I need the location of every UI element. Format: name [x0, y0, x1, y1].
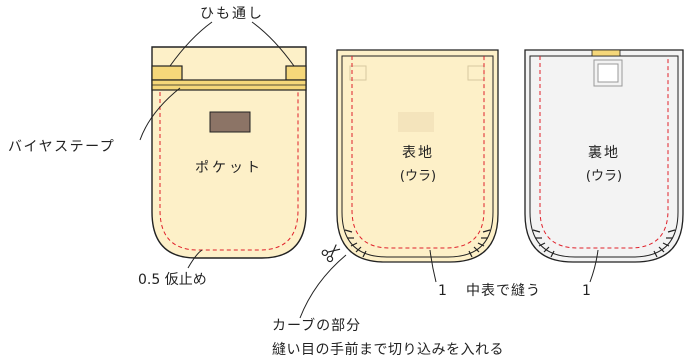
- drawstring-tab-right: [285, 65, 307, 81]
- lining-fabric-front-layer: [529, 55, 679, 258]
- drawstring-tab-left: [151, 65, 183, 81]
- leader-lines: [139, 21, 599, 319]
- pocket-label-patch: [209, 111, 251, 133]
- scissors-icon: [321, 244, 341, 263]
- label-lining-fabric-note: (ウラ): [586, 169, 622, 184]
- label-pocket: ポケット: [195, 160, 263, 176]
- pocket-basting-stitch: [159, 92, 299, 251]
- lining-fabric-seam-stitch: [539, 56, 669, 249]
- leader-bias-tape: [139, 87, 181, 141]
- outer-fabric-piece: [336, 49, 499, 263]
- lining-tag-inner: [597, 63, 619, 83]
- lining-fabric-piece: [524, 49, 684, 263]
- label-seam-number-left: 1: [438, 283, 447, 299]
- label-bias-tape: バイヤステープ: [8, 139, 115, 155]
- leader-seam-left: [429, 249, 437, 283]
- outer-fabric-front-layer: [341, 55, 494, 258]
- leader-seam-right: [589, 249, 599, 283]
- label-lining-fabric: 裏地: [588, 144, 620, 161]
- leader-drawstring-left: [169, 21, 213, 67]
- label-outer-fabric-note: (ウラ): [400, 169, 436, 184]
- label-sew-inside-out: 中表で縫う: [466, 283, 541, 299]
- outer-fabric-faint-patch: [398, 112, 434, 132]
- leader-drawstring-right: [251, 21, 295, 67]
- label-seam-number-right: 1: [582, 283, 591, 299]
- label-outer-fabric: 表地: [402, 145, 434, 161]
- label-drawstring-channel: ひも通し: [200, 6, 264, 22]
- pocket-piece: [151, 46, 307, 259]
- lining-top-tape: [591, 49, 621, 57]
- leader-curve-note: [299, 254, 347, 319]
- label-basting: 0.5 仮止め: [138, 272, 207, 288]
- lining-fabric-notches: [532, 229, 676, 258]
- label-curve-note-line2: 縫い目の手前まで切り込みを入れる: [272, 341, 504, 358]
- pocket-body: [151, 46, 307, 259]
- outer-fabric-faint-tab-left: [349, 65, 367, 81]
- label-curve-note-line1: カーブの部分: [272, 317, 361, 334]
- outer-fabric-seam-stitch: [351, 56, 485, 249]
- leader-basting: [187, 249, 203, 269]
- outer-fabric-notches: [344, 229, 491, 258]
- lining-tag-outer: [593, 59, 623, 87]
